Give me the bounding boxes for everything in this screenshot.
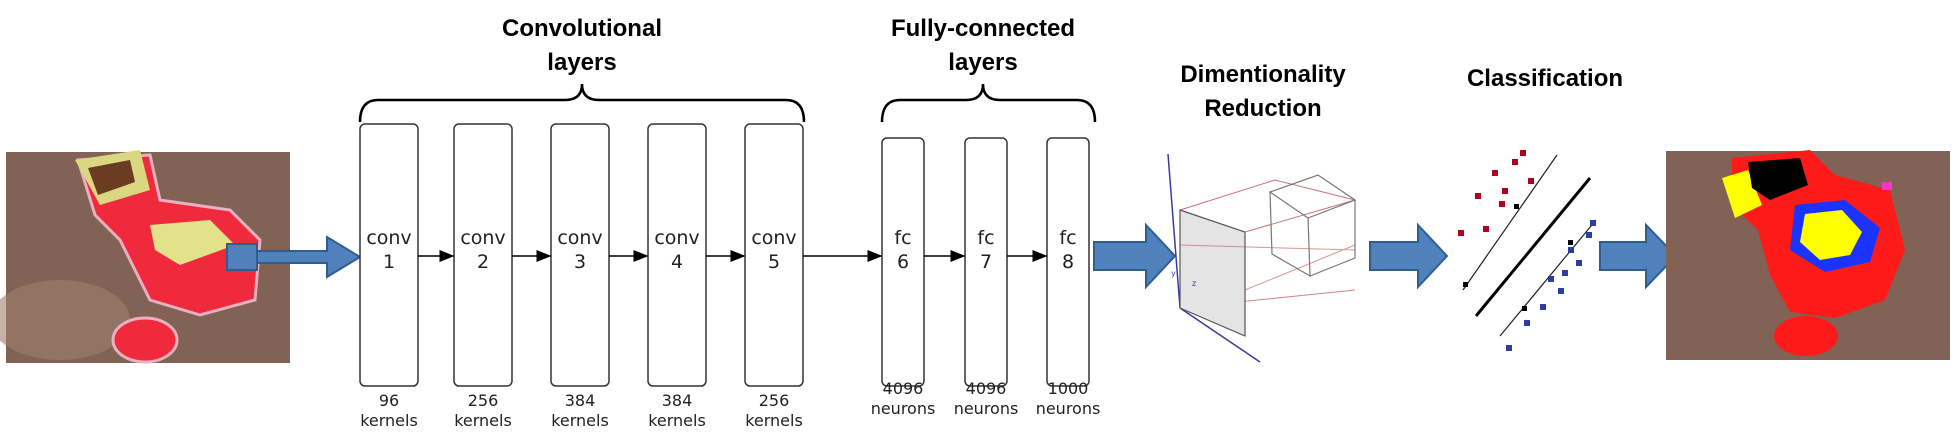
class-a-point <box>1492 170 1498 176</box>
conv-layers: conv196kernelsconv2256kernelsconv3384ker… <box>359 123 804 430</box>
fc-unit: neurons <box>1036 399 1101 418</box>
class-a-point <box>1528 178 1534 184</box>
decision-boundary <box>1474 177 1592 317</box>
fc-index: 8 <box>1062 251 1074 273</box>
dimensionality-reduction-plot: y z <box>1167 153 1357 363</box>
conv-label: conv <box>557 227 602 249</box>
fc-unit: neurons <box>871 399 936 418</box>
input-flow-arrow <box>256 235 362 279</box>
classification-plot <box>1458 150 1597 351</box>
conv-index: 1 <box>383 251 395 273</box>
fc-to-dimred-arrow <box>1093 222 1177 290</box>
conv-size: 384 <box>565 391 596 410</box>
conv-size: 256 <box>468 391 499 410</box>
fc-brace <box>880 83 1097 123</box>
fc-label: fc <box>1059 227 1076 249</box>
conv-label: conv <box>654 227 699 249</box>
conv-brace <box>358 83 806 123</box>
fc-heading-line2: layers <box>948 49 1017 76</box>
conv-unit: kernels <box>454 411 512 430</box>
conv-unit: kernels <box>551 411 609 430</box>
class-a-point <box>1499 201 1505 207</box>
margin-line-upper <box>1462 154 1558 291</box>
fc-layers: fc64096neuronsfc74096neuronsfc81000neuro… <box>871 137 1101 418</box>
conv-index: 3 <box>574 251 586 273</box>
class-b-point <box>1568 247 1574 253</box>
axis-z-label: z <box>1192 279 1196 288</box>
class-a-point <box>1475 193 1481 199</box>
conv-heading-line1: Convolutional <box>502 15 662 42</box>
fc-size: 1000 <box>1048 379 1089 398</box>
class-b-point <box>1558 288 1564 294</box>
class-b-point <box>1590 220 1596 226</box>
fc-label: fc <box>977 227 994 249</box>
fc-size: 4096 <box>883 379 924 398</box>
conv-size: 96 <box>379 391 399 410</box>
class-a-point <box>1512 159 1518 165</box>
class-b-point <box>1562 270 1568 276</box>
conv-index: 2 <box>477 251 489 273</box>
class-b-point <box>1576 260 1582 266</box>
fc-box <box>1046 137 1090 387</box>
class-b-point <box>1506 345 1512 351</box>
conv-unit: kernels <box>745 411 803 430</box>
class-a-point <box>1458 230 1464 236</box>
class-a-point <box>1520 150 1526 156</box>
fc-box <box>964 137 1008 387</box>
conv-size: 256 <box>759 391 790 410</box>
class-b-point <box>1524 320 1530 326</box>
fc-label: fc <box>894 227 911 249</box>
class-a-point <box>1483 226 1489 232</box>
conv-label: conv <box>460 227 505 249</box>
fc-box <box>881 137 925 387</box>
dimred-heading-line2: Reduction <box>1204 95 1321 122</box>
fc-size: 4096 <box>966 379 1007 398</box>
output-segmentation-image <box>1666 150 1950 360</box>
conv-box <box>359 123 419 387</box>
dimred-to-classification-arrow <box>1369 222 1449 290</box>
support-vector-point <box>1463 282 1468 287</box>
class-b-point <box>1586 232 1592 238</box>
classification-to-output-arrow <box>1599 222 1678 290</box>
fc-index: 6 <box>897 251 909 273</box>
classification-heading: Classification <box>1467 65 1623 92</box>
class-b-point <box>1548 276 1554 282</box>
support-vector-point <box>1522 306 1527 311</box>
conv-unit: kernels <box>360 411 418 430</box>
conv-heading-line2: layers <box>547 49 616 76</box>
fc-unit: neurons <box>954 399 1019 418</box>
dimred-heading-line1: Dimentionality <box>1180 61 1346 88</box>
support-vector-point <box>1514 204 1519 209</box>
conv-index: 4 <box>671 251 683 273</box>
input-wound-image <box>0 150 290 364</box>
fc-heading-line1: Fully-connected <box>891 15 1075 42</box>
support-vector-point <box>1568 240 1573 245</box>
class-a-point <box>1502 188 1508 194</box>
axis-y-label: y <box>1171 269 1176 278</box>
fc-index: 7 <box>980 251 992 273</box>
conv-label: conv <box>366 227 411 249</box>
conv-index: 5 <box>768 251 780 273</box>
conv-size: 384 <box>662 391 693 410</box>
class-b-point <box>1540 304 1546 310</box>
conv-unit: kernels <box>648 411 706 430</box>
conv-label: conv <box>751 227 796 249</box>
